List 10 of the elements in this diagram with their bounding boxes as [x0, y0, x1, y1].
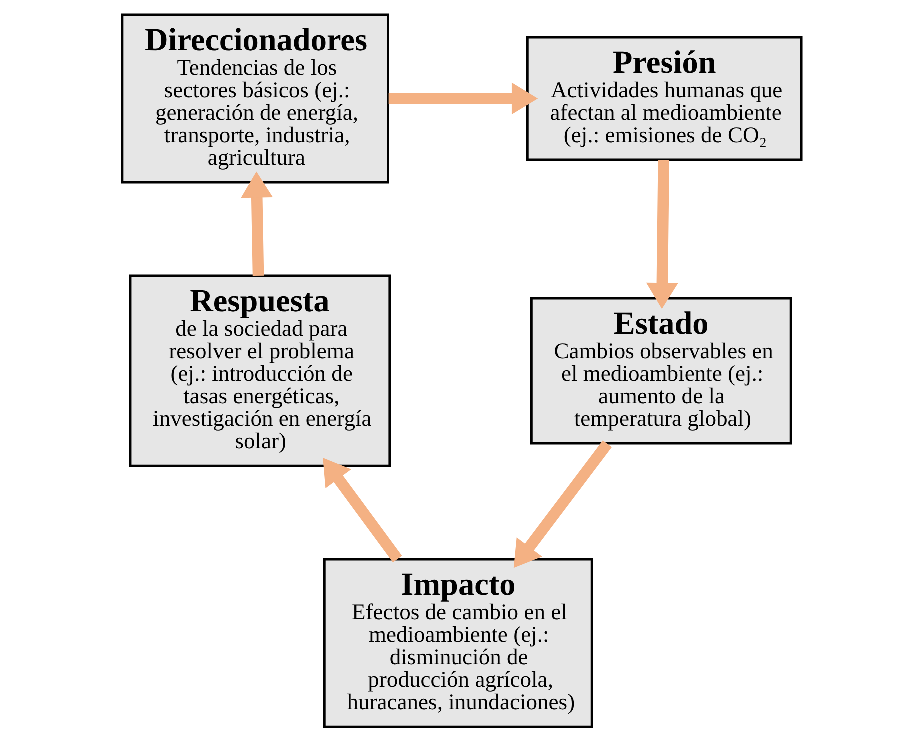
node-box: Direccionadores Tendencias de los sectores básicos (ej.: generación de energía, transporte, industria, agricultura	[121, 14, 390, 184]
arrow	[514, 440, 612, 568]
arrow	[323, 458, 402, 563]
node-box: Estado Cambios observables en el medioambiente (ej.: aumento de la temperatura global)	[530, 297, 792, 445]
arrow	[388, 82, 538, 115]
arrow	[646, 160, 678, 310]
arrow	[241, 172, 274, 276]
node-box: Impacto Efectos de cambio en el medioambiente (ej.: disminución de producción agrícola, huracanes, inundaciones)	[323, 558, 594, 728]
node-box: Respuesta de la sociedad para resolver el problema (ej.: introducción de tasas energéticas, investigación en energía solar)	[129, 274, 392, 468]
node-box: Presión Actividades humanas que afectan al medioambiente (ej.: emisiones de CO₂	[526, 36, 803, 162]
